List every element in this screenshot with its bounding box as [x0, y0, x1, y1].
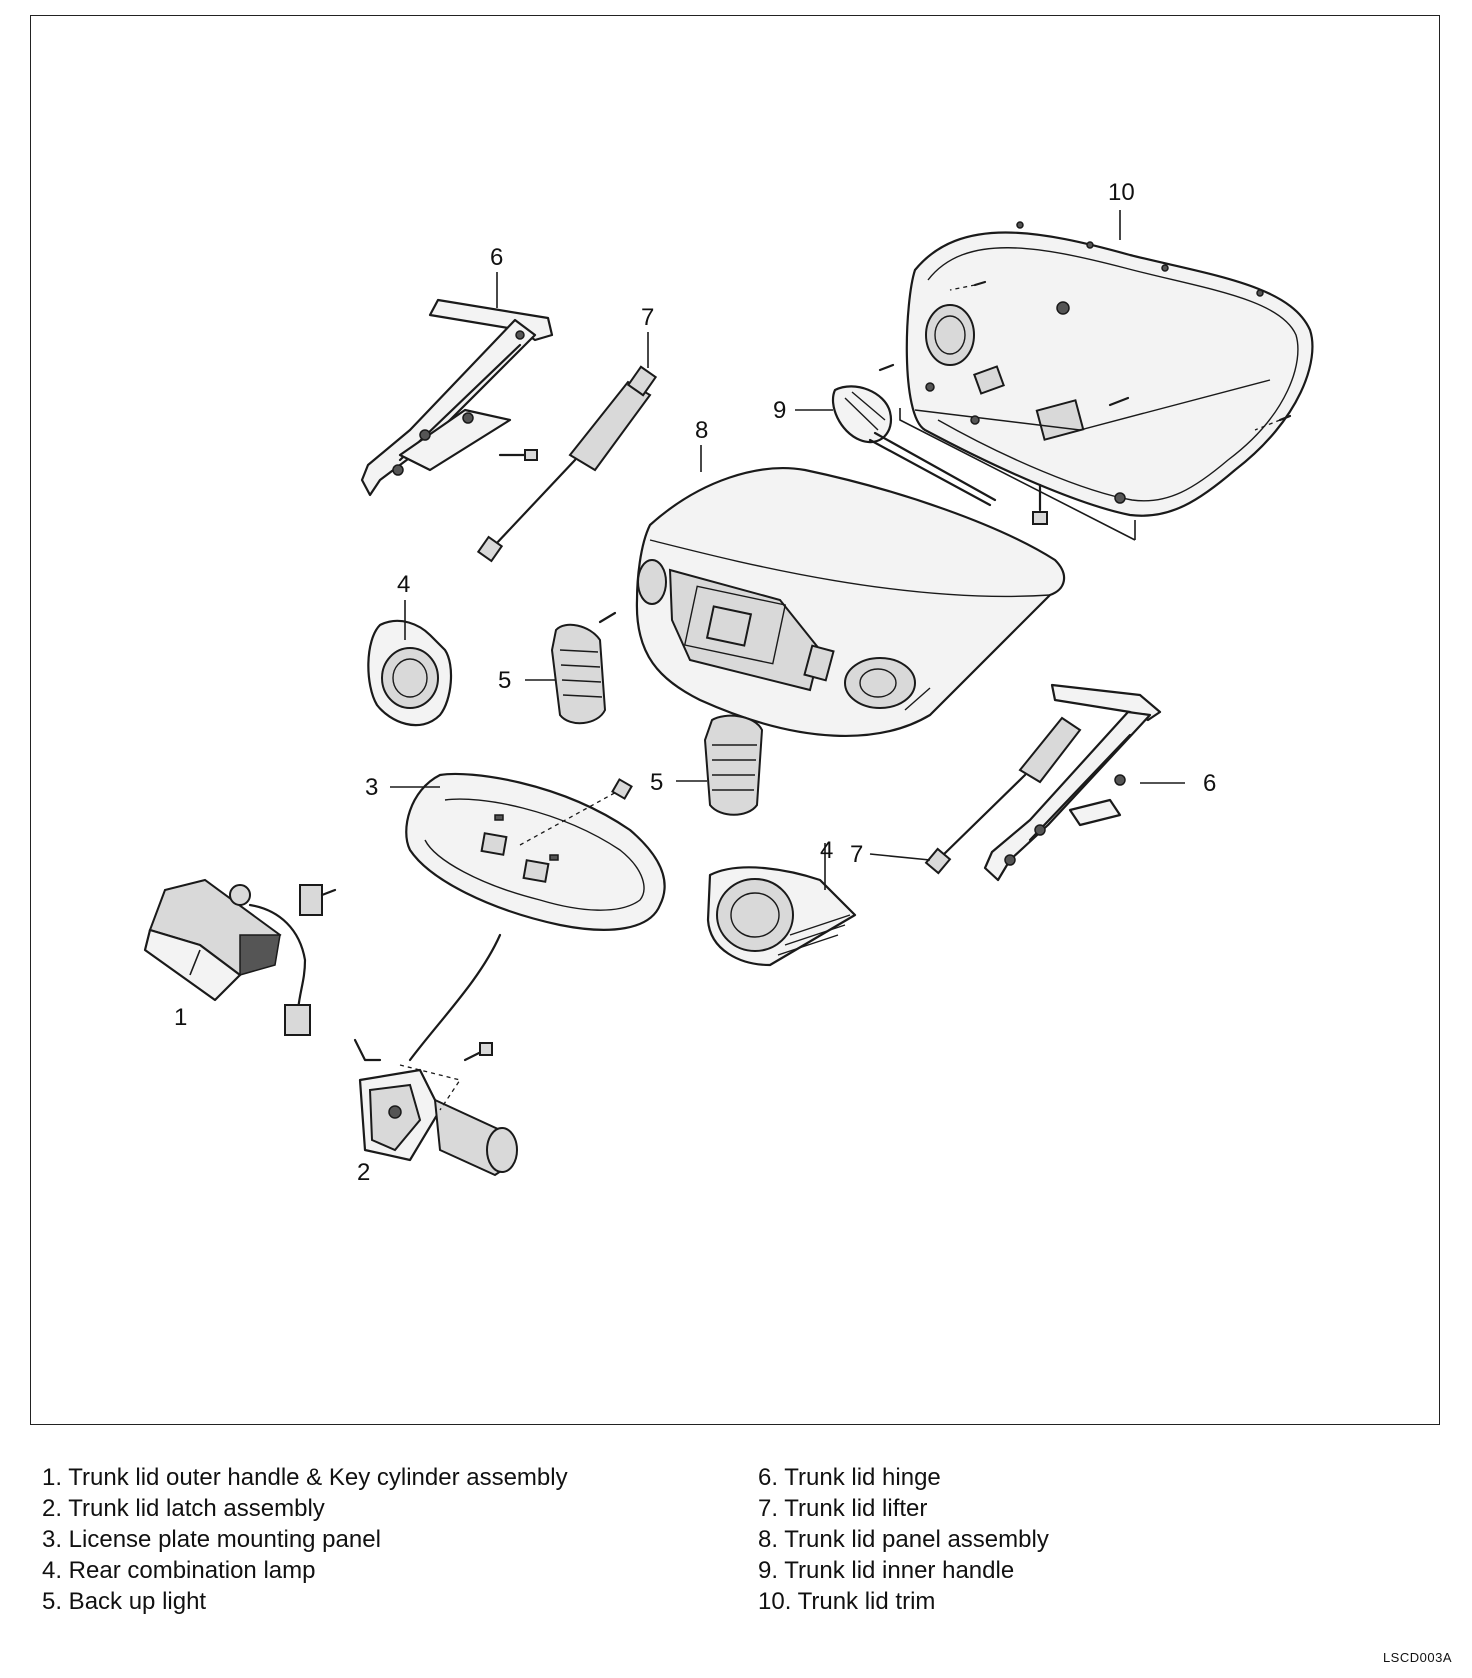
- legend-item-9: 9. Trunk lid inner handle: [758, 1557, 1015, 1584]
- rear-combination-lamp-left: [367, 619, 453, 727]
- outer-handle-key-cylinder: [143, 878, 337, 1036]
- callout-4-left: 4: [397, 571, 410, 598]
- legend-item-5: 5. Back up light: [42, 1588, 207, 1615]
- figure-code: LSCD003A: [1382, 1650, 1452, 1665]
- license-plate-panel: [405, 772, 666, 931]
- callout-8: 8: [695, 417, 708, 444]
- callout-2: 2: [357, 1159, 370, 1186]
- callout-9: 9: [773, 397, 786, 424]
- trunk-lid-lifter-lower: [924, 716, 1082, 875]
- legend-right-column: 6. Trunk lid hinge 7. Trunk lid lifter 8…: [758, 1462, 1049, 1617]
- legend-item-2: 2. Trunk lid latch assembly: [42, 1495, 325, 1522]
- callout-6-lower: 6: [1203, 770, 1216, 797]
- legend-item-4: 4. Rear combination lamp: [42, 1557, 316, 1584]
- callout-7-upper: 7: [641, 304, 654, 331]
- callout-6-upper: 6: [490, 244, 503, 271]
- trunk-lid-lifter-upper: [476, 365, 658, 563]
- callout-1: 1: [174, 1004, 187, 1031]
- callout-4-right: 4: [820, 837, 833, 864]
- trunk-lid-hinge-right: [983, 683, 1162, 882]
- trunk-lid-trim: [899, 221, 1314, 541]
- exploded-view-diagram: 10 6 7 9 8 4 5 3 5 4 7 6 1 2: [143, 179, 1314, 1186]
- leader-lines: [189, 210, 1185, 976]
- legend-left-column: 1. Trunk lid outer handle & Key cylinder…: [42, 1462, 568, 1617]
- trunk-lid-panel: [635, 467, 1066, 737]
- back-up-light-lower: [703, 714, 764, 816]
- legend-item-1: 1. Trunk lid outer handle & Key cylinder…: [42, 1464, 568, 1491]
- callout-10: 10: [1108, 179, 1135, 206]
- callout-5-upper: 5: [498, 667, 511, 694]
- trunk-lid-latch: [353, 933, 518, 1177]
- legend-item-8: 8. Trunk lid panel assembly: [758, 1526, 1049, 1553]
- callout-7-lower: 7: [850, 841, 863, 868]
- legend-item-6: 6. Trunk lid hinge: [758, 1464, 941, 1491]
- callout-3: 3: [365, 774, 378, 801]
- diagram-frame: [30, 15, 1440, 1425]
- rear-combination-lamp-right: [706, 866, 857, 967]
- back-up-light-upper: [550, 611, 617, 725]
- legend-item-10: 10. Trunk lid trim: [758, 1588, 936, 1615]
- legend-item-7: 7. Trunk lid lifter: [758, 1495, 928, 1522]
- trunk-lid-inner-handle: [831, 363, 997, 507]
- callout-5-lower: 5: [650, 769, 663, 796]
- trunk-lid-hinge-left: [360, 298, 554, 497]
- legend-item-3: 3. License plate mounting panel: [42, 1526, 381, 1553]
